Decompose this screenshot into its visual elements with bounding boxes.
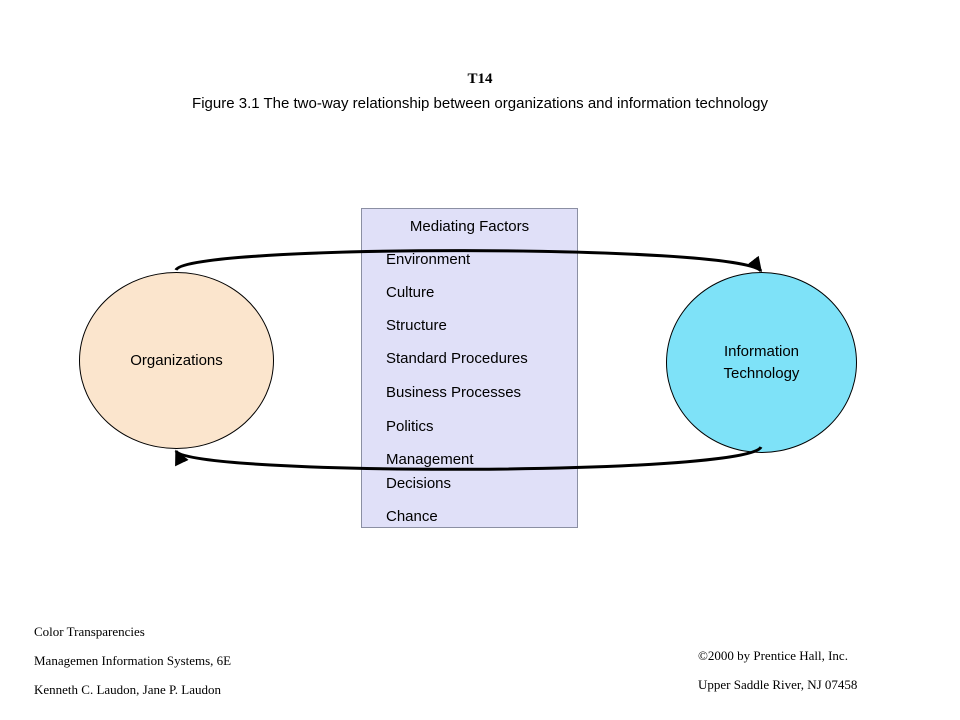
information-technology-node: Information Technology (666, 272, 857, 453)
factor-item: Environment (386, 251, 471, 268)
footer-left-line: Kenneth C. Laudon, Jane P. Laudon (34, 682, 222, 697)
factor-item: Politics (386, 418, 434, 435)
factor-item: Structure (386, 317, 447, 334)
footer-right-line: ©2000 by Prentice Hall, Inc. (698, 648, 848, 663)
slide-code: T14 (467, 71, 493, 87)
mediating-factors-title: Mediating Factors (409, 218, 530, 235)
organizations-label: Organizations (130, 351, 223, 369)
information-technology-label-line2: Technology (723, 364, 800, 382)
information-technology-label: Information Technology (702, 341, 822, 385)
footer-left-line: Color Transparencies (34, 624, 145, 639)
information-technology-label-line1: Information (723, 342, 800, 360)
mediating-factors-box: Mediating Factors Environment Culture St… (361, 208, 578, 528)
factor-item: Chance (386, 508, 438, 525)
factor-item: Decisions (386, 475, 452, 492)
factor-item: Management (386, 451, 474, 468)
factor-item: Standard Procedures (386, 350, 528, 367)
organizations-node: Organizations (79, 272, 274, 449)
figure-caption: Figure 3.1 The two-way relationship betw… (192, 95, 768, 112)
factor-item: Culture (386, 284, 435, 301)
footer-right-line: Upper Saddle River, NJ 07458 (698, 677, 858, 692)
factor-item: Business Processes (386, 384, 522, 401)
footer-left-line: Managemen Information Systems, 6E (34, 653, 232, 668)
